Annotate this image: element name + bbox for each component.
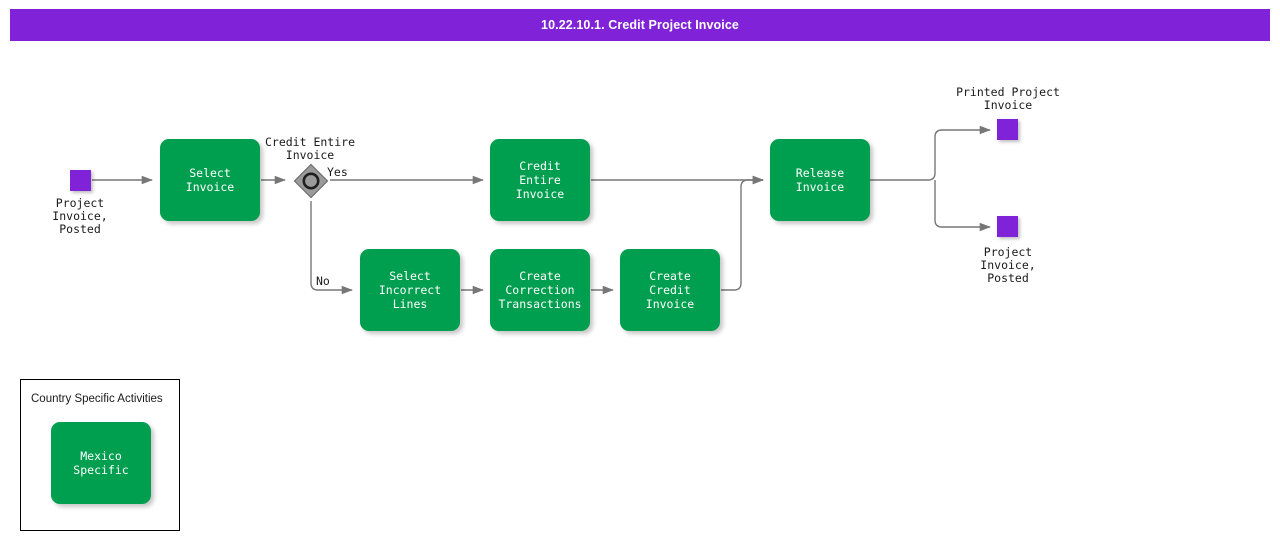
task-label: Create Correction Transactions xyxy=(498,269,582,311)
task-label: Credit Entire Invoice xyxy=(515,159,565,201)
task-create-correction-transactions[interactable]: Create Correction Transactions xyxy=(490,249,590,331)
flow-label-no: No xyxy=(316,274,330,288)
start-event-caption: Project Invoice, Posted xyxy=(52,196,108,236)
task-credit-entire-invoice[interactable]: Credit Entire Invoice xyxy=(490,139,590,221)
task-label: Mexico Specific xyxy=(73,449,129,477)
task-label: Select Incorrect Lines xyxy=(378,269,442,311)
end-event-project-invoice-posted-caption: Project Invoice, Posted xyxy=(980,245,1036,285)
process-diagram-canvas: Project Invoice, Posted Select Invoice C… xyxy=(0,41,1280,540)
task-select-incorrect-lines[interactable]: Select Incorrect Lines xyxy=(360,249,460,331)
country-specific-activities-title: Country Specific Activities xyxy=(31,393,163,405)
task-label: Release Invoice xyxy=(795,166,845,194)
page-title: 10.22.10.1. Credit Project Invoice xyxy=(541,18,739,32)
start-event-project-invoice-posted[interactable] xyxy=(70,170,91,191)
end-event-printed-project-invoice-caption: Printed Project Invoice xyxy=(956,85,1060,112)
task-release-invoice[interactable]: Release Invoice xyxy=(770,139,870,221)
gateway-caption: Credit Entire Invoice xyxy=(264,135,355,162)
end-event-printed-project-invoice[interactable] xyxy=(997,119,1018,140)
task-select-invoice[interactable]: Select Invoice xyxy=(160,139,260,221)
country-specific-activities-group: Country Specific Activities Mexico Speci… xyxy=(20,379,180,531)
page-title-bar: 10.22.10.1. Credit Project Invoice xyxy=(10,9,1270,41)
gateway-credit-entire-invoice[interactable] xyxy=(293,163,329,199)
task-create-credit-invoice[interactable]: Create Credit Invoice xyxy=(620,249,720,331)
task-mexico-specific[interactable]: Mexico Specific xyxy=(51,422,151,504)
end-event-project-invoice-posted[interactable] xyxy=(997,216,1018,237)
flow-release-invoice-to-project-invoice-posted xyxy=(934,180,991,232)
task-label: Create Credit Invoice xyxy=(645,269,695,311)
flow-release-invoice-to-printed-project-invoice xyxy=(870,125,991,181)
task-label: Select Invoice xyxy=(185,166,235,194)
flow-label-yes: Yes xyxy=(327,165,348,179)
flow-create-credit-invoice-to-release-invoice xyxy=(721,175,764,291)
